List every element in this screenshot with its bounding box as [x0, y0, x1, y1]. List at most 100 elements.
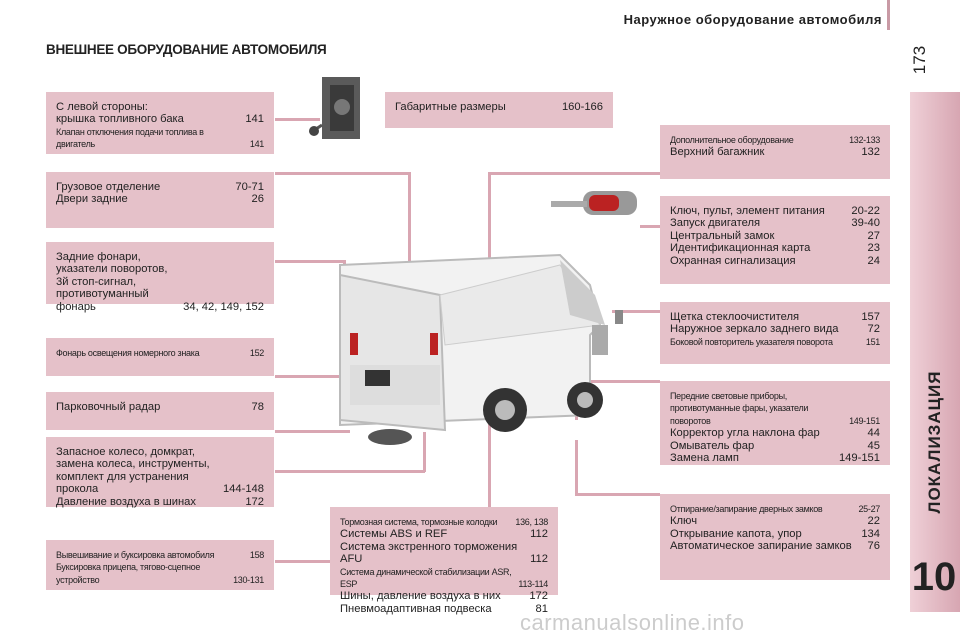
entry-label: Парковочный радар [56, 401, 161, 413]
connector-line [408, 172, 411, 282]
entry-row: Буксировка прицепа, тягово-сцепное устро… [56, 561, 264, 586]
entry-label: Тормозная система, тормозные колодки [340, 517, 498, 527]
entry-page: 76 [867, 540, 880, 553]
entry-row: Запасное колесо, домкрат, замена колеса,… [56, 446, 264, 496]
entry-page: 144-148 [222, 483, 264, 496]
entry-page: 27 [867, 229, 880, 242]
entry-row: Задние фонари, указатели поворотов, 3й с… [56, 251, 264, 313]
connector-line [488, 172, 660, 175]
connector-line [640, 225, 660, 228]
key-fob-icon [551, 191, 637, 215]
entry-label: Системы ABS и REF [340, 528, 448, 541]
entry-row: Идентификационная карта 23 [670, 242, 880, 254]
section-header: Наружное оборудование автомобиля [623, 12, 882, 27]
entry-page: 23 [867, 242, 880, 255]
entry-page: 136, 138 [515, 517, 548, 527]
entry-label: Давление воздуха в шинах [56, 495, 196, 508]
entry-page: 22 [867, 515, 880, 528]
entry-row: Системы ABS и REF 112 [340, 528, 548, 540]
entry-label: Боковой повторитель указателя поворота [670, 336, 833, 347]
center-box-2: Тормозная система, тормозные колодки 136,… [330, 507, 558, 615]
entry-page: 113-114 [518, 579, 548, 590]
right-box-4: Передние световые приборы, противотуманн… [660, 381, 890, 465]
entry-row: Замена ламп 149-151 [670, 452, 880, 464]
header-rule [887, 0, 890, 30]
entry-label: Клапан отключения подачи топлива в двига… [56, 126, 204, 150]
entry-label: Пневмоадаптивная подвеска [340, 602, 492, 615]
entry-label: Идентификационная карта [670, 242, 811, 255]
entry-row: Фонарь освещения номерного знака 152 [56, 347, 264, 359]
entry-label: Задние фонари, указатели поворотов, 3й с… [56, 251, 168, 313]
entry-label: Омыватель фар [670, 439, 755, 452]
entry-page: 132-133 [849, 135, 880, 145]
connector-line [275, 375, 370, 378]
entry-label: Дополнительное оборудование [670, 135, 794, 145]
entry-label: Двери задние [56, 193, 128, 206]
entry-page: 158 [249, 550, 264, 560]
entry-page: 149-151 [838, 452, 880, 465]
entry-row: Омыватель фар 45 [670, 440, 880, 452]
entry-label: Ключ [670, 515, 698, 528]
entry-label: Фонарь освещения номерного знака [56, 348, 200, 358]
entry-label: Запасное колесо, домкрат, замена колеса,… [56, 446, 210, 496]
entry-label: Замена ламп [670, 452, 739, 465]
connector-line [275, 172, 410, 175]
entry-page: 25-27 [858, 504, 880, 514]
chapter-label: ЛОКАЛИЗАЦИЯ [925, 370, 944, 514]
connector-line [423, 432, 426, 472]
entry-label: Корректор угла наклона фар [670, 427, 820, 440]
entry-page: 172 [529, 590, 548, 603]
entry-page: 72 [867, 323, 880, 336]
entry-row: Тормозная система, тормозные колодки 136,… [340, 516, 548, 528]
watermark: carmanualsonline.info [520, 610, 745, 635]
entry-row: Отпирание/запирание дверных замков 25-27 [670, 503, 880, 515]
entry-label: Отпирание/запирание дверных замков [670, 504, 823, 514]
entry-page: 160-166 [561, 101, 603, 113]
left-box-6: Запасное колесо, домкрат, замена колеса,… [46, 437, 274, 508]
entry-page: 45 [867, 439, 880, 452]
entry-page: 132 [861, 146, 880, 159]
van-illustration [339, 253, 623, 445]
entry-label: Передние световые приборы, противотуманн… [670, 391, 809, 426]
entry-label: Запуск двигателя [670, 217, 761, 230]
entry-page: 149-151 [849, 415, 880, 426]
entry-label: крышка топливного бака [56, 113, 184, 126]
entry-label: Система динамической стабилизации ASR, E… [340, 566, 512, 590]
entry-page: 130-131 [233, 574, 264, 585]
connector-line [275, 430, 350, 433]
entry-row: Передние световые приборы, противотуманн… [670, 390, 880, 427]
entry-label: С левой стороны: [56, 101, 148, 113]
entry-page: 152 [249, 348, 264, 358]
entry-row: С левой стороны: [56, 101, 264, 113]
chapter-number: 10 [911, 555, 957, 599]
entry-label: Автоматическое запирание замков [670, 540, 852, 553]
entry-row: Верхний багажник 132 [670, 146, 880, 158]
connector-line [275, 260, 345, 263]
chapter-sidebar: ЛОКАЛИЗАЦИЯ [910, 92, 960, 612]
entry-label: Грузовое отделение [56, 181, 161, 193]
entry-label: Открывание капота, упор [670, 527, 802, 540]
entry-row: Клапан отключения подачи топлива в двига… [56, 126, 264, 151]
entry-label: Верхний багажник [670, 146, 765, 159]
entry-label: Система экстренного торможения AFU [340, 540, 518, 566]
entry-page: 112 [530, 528, 548, 541]
connector-line [275, 118, 320, 121]
